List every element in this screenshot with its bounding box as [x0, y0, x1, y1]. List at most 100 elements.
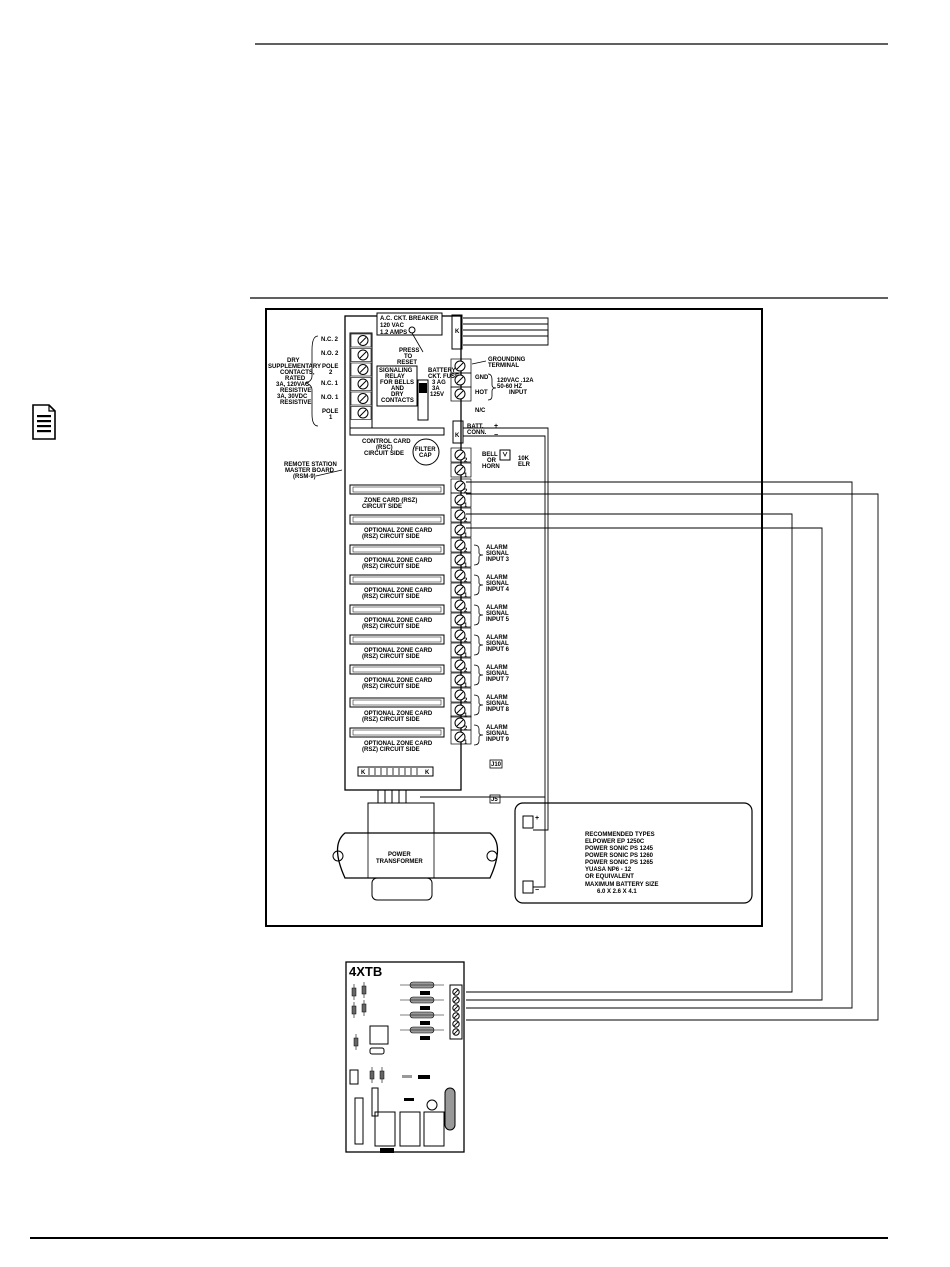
- rating-ac: 3A, 120VAC: [276, 382, 310, 388]
- top-connector: K: [451, 314, 463, 350]
- diagram-frame: [265, 308, 763, 927]
- optional-zone-card-label: OPTIONAL ZONE CARD: [364, 741, 433, 747]
- batt-label: BATT.: [467, 424, 484, 430]
- battery-size-label: MAXIMUM BATTERY SIZE: [585, 882, 659, 888]
- zone-terminal-screw: [454, 599, 466, 611]
- terminal-number: 1: [464, 533, 468, 539]
- grounding-label: GROUNDING: [488, 357, 526, 363]
- connector-k-left: K: [361, 770, 366, 776]
- module-terminal-screw: [452, 1020, 460, 1028]
- alarm-input-label: ALARM: [486, 605, 508, 611]
- batt-conn: [452, 420, 464, 444]
- cap-label: CAP: [419, 453, 432, 459]
- pole2-number: 2: [329, 370, 333, 376]
- j10-box: [489, 759, 503, 769]
- optional-zone-card-side: (RSZ) CIRCUIT SIDE: [362, 564, 420, 570]
- ac-breaker-voltage: 120 VAC: [380, 323, 405, 329]
- zone-terminal-screw: [454, 717, 466, 729]
- master-board-line-3: (RSM-9): [293, 474, 316, 480]
- zone-terminal-screw: [454, 524, 466, 536]
- no2-label: N.O. 2: [321, 351, 339, 357]
- dry-label: DRY: [287, 358, 299, 364]
- alarm-input-label: SIGNAL: [486, 641, 509, 647]
- terminal-number: 2: [464, 458, 468, 464]
- alarm-input-label: INPUT 9: [486, 737, 510, 743]
- press-label: PRESS: [399, 348, 419, 354]
- terminal-number: 2: [464, 548, 468, 554]
- batt-minus: −: [494, 432, 498, 439]
- fuse-line-4: 3A: [432, 386, 440, 392]
- alarm-input-label: INPUT 8: [486, 707, 510, 713]
- resistive-dc: RESISTIVE: [280, 400, 311, 406]
- power-transformer: [332, 802, 499, 901]
- contact-screw: [357, 393, 369, 404]
- fuse-line-3: 3 AG: [432, 380, 446, 386]
- battery-line-6: YUASA NP6 - 12: [585, 867, 632, 873]
- zone-terminal-screw: [454, 704, 466, 716]
- alarm-input-label: INPUT 4: [486, 587, 510, 593]
- zone-terminal-screw: [454, 464, 466, 476]
- battery-line-4: POWER SONIC PS 1260: [585, 853, 654, 859]
- battery-plus-terminal: [522, 815, 534, 829]
- no1-label: N.O. 1: [321, 395, 339, 401]
- transformer-leads: [377, 790, 545, 803]
- fuse-line-2: CKT. FUSE: [428, 374, 459, 380]
- ac-breaker-box: [376, 312, 443, 336]
- signaling-relay: [376, 365, 418, 407]
- ac-input-spec-2: 50-60 HZ: [497, 384, 522, 390]
- alarm-input-label: SIGNAL: [486, 671, 509, 677]
- j10-label: J10: [491, 762, 502, 768]
- alarm-input-label: ALARM: [486, 725, 508, 731]
- contacts-brace: [304, 335, 319, 427]
- terminal-number: 1: [464, 563, 468, 569]
- battery-line-5: POWER SONIC PS 1265: [585, 860, 654, 866]
- terminal-number: 2: [464, 668, 468, 674]
- zone-terminal-screw: [454, 614, 466, 626]
- resistive-ac: RESISTIVE: [280, 388, 311, 394]
- fuse-line-5: 125V: [430, 392, 444, 398]
- alarm-input-label: INPUT 3: [486, 557, 510, 563]
- alarm-input-label: SIGNAL: [486, 581, 509, 587]
- optional-zone-card-side: (RSZ) CIRCUIT SIDE: [362, 624, 420, 630]
- ac-input-spec-3: INPUT: [509, 390, 527, 396]
- zone-terminal-screw: [454, 449, 466, 461]
- ac-terminal-screw: [454, 388, 466, 400]
- j5-label: J5: [491, 797, 498, 803]
- relay-line-3: FOR BELLS: [380, 380, 414, 386]
- optional-zone-card-side: (RSZ) CIRCUIT SIDE: [362, 747, 420, 753]
- master-board-line-1: REMOTE STATION: [284, 462, 337, 468]
- batt-plus: +: [494, 423, 498, 430]
- module-terminal-screw: [452, 996, 460, 1004]
- alarm-input-label: ALARM: [486, 545, 508, 551]
- terminal-number: 2: [464, 518, 468, 524]
- terminal-number: 2: [464, 726, 468, 732]
- contact-screw: [357, 407, 369, 419]
- nc2-label: N.C. 2: [321, 337, 339, 343]
- to-label: TO: [404, 354, 413, 360]
- zone-terminal-screw: [454, 629, 466, 641]
- filter-label: FILTER: [415, 447, 436, 453]
- terminal-number: 2: [464, 578, 468, 584]
- relay-line-1: SIGNALING: [379, 368, 413, 374]
- terminal-number: 1: [464, 683, 468, 689]
- ac-terminal-screw: [454, 360, 466, 372]
- module-terminal-screw: [452, 1028, 460, 1036]
- zone-terminal-screw: [454, 539, 466, 551]
- or-label: OR: [487, 458, 497, 464]
- module-wires: [466, 481, 879, 1021]
- nc-label: N/C: [475, 408, 486, 414]
- 4xtb-module: 4XTB: [345, 961, 465, 1153]
- module-terminal-screw: [452, 1012, 460, 1020]
- fuse-line-1: BATTERY: [428, 368, 456, 374]
- alarm-input-label: ALARM: [486, 695, 508, 701]
- optional-zone-card-label: OPTIONAL ZONE CARD: [364, 648, 433, 654]
- pole2-label: POLE: [322, 364, 338, 370]
- rating-dc: 3A, 30VDC: [277, 394, 308, 400]
- ac-input-spec-1: 120VAC .12A: [497, 378, 534, 384]
- master-board-line-2: MASTER BOARD: [285, 468, 335, 474]
- horn-label: HORN: [482, 464, 500, 470]
- zone-terminal-screw: [454, 731, 466, 743]
- battery-size: 6.0 X 2.6 X 4.1: [597, 889, 637, 895]
- contact-screw: [357, 335, 369, 346]
- alarm-input-label: ALARM: [486, 665, 508, 671]
